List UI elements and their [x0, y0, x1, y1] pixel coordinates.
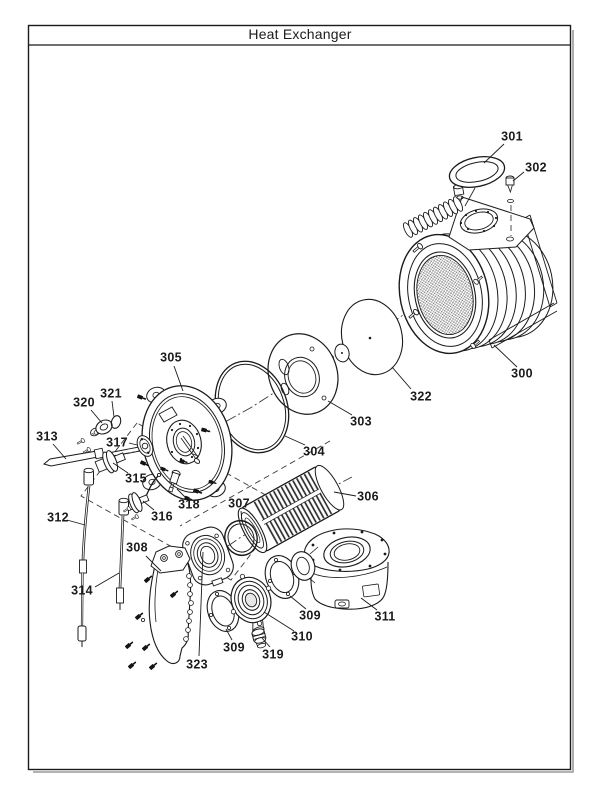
leader-line-305-6 — [173, 365, 184, 392]
callout-layer: 301 302 300 322 303 304 305 321 320 317 313 315 318 3… — [36, 129, 547, 671]
callout-label-305-6: 305 — [160, 350, 182, 364]
callout-label-310-22: 310 — [291, 629, 313, 643]
leader-line-306-16 — [333, 491, 357, 497]
part-309-gasket-right — [264, 555, 300, 599]
top-plate-bolt-holes — [459, 209, 498, 233]
leader-line-310-22 — [263, 611, 295, 632]
callout-label-304-5: 304 — [303, 444, 325, 458]
callout-label-309-20: 309 — [223, 640, 245, 654]
coil-conduit — [402, 196, 464, 238]
part-300-heat-exchanger-body — [398, 183, 558, 355]
callout-label-308-17: 308 — [126, 540, 148, 554]
part-314-wire — [116, 514, 125, 610]
screw-icon — [130, 513, 140, 522]
diagram-title: Heat Exchanger — [248, 26, 351, 42]
leader-line-314-18 — [94, 572, 120, 588]
door-ears — [142, 386, 227, 498]
leader-line-302-1 — [512, 171, 525, 182]
part-310-venturi — [230, 573, 272, 635]
part-303-plate — [267, 333, 339, 415]
callout-label-303-4: 303 — [350, 414, 372, 428]
screw-icon — [76, 437, 86, 446]
bolt-icon — [127, 660, 138, 670]
leader-line-300-2 — [493, 344, 518, 368]
leader-line-321-7 — [111, 400, 115, 418]
leader-line-317-9 — [128, 442, 138, 446]
frame-border — [27, 24, 572, 771]
bolt-icon — [124, 640, 135, 650]
callout-label-316-13: 316 — [151, 509, 173, 523]
leader-line-309-20 — [225, 628, 233, 641]
leader-line-319-21 — [261, 637, 271, 648]
part-301-gasket-ring — [448, 156, 506, 207]
callout-label-323-19: 323 — [186, 657, 208, 671]
bolt-icon — [134, 611, 145, 621]
coil-opening — [416, 255, 474, 335]
part-302-sensor-fitting — [505, 175, 515, 242]
callout-label-319-21: 319 — [262, 647, 284, 661]
part-315-electrode — [83, 450, 126, 486]
part-311-blower-housing — [290, 528, 390, 610]
leader-line-320-8 — [90, 409, 103, 424]
callout-label-301-0: 301 — [501, 129, 523, 143]
leader-line-318-12 — [176, 488, 186, 498]
part-317-flange — [136, 435, 154, 457]
callout-label-306-16: 306 — [357, 489, 379, 503]
leader-line-307-15 — [240, 510, 243, 523]
leader-line-323-19 — [198, 551, 204, 657]
part-322-disc — [324, 298, 404, 376]
callout-label-320-8: 320 — [73, 395, 95, 409]
callout-label-302-1: 302 — [525, 160, 547, 174]
door-bracket — [158, 406, 178, 423]
callout-label-312-14: 312 — [47, 510, 69, 524]
part-318-igniter-plug — [168, 469, 181, 493]
callout-label-300-2: 300 — [511, 366, 533, 380]
leader-line-304-5 — [284, 435, 306, 446]
page-frame: Heat Exchanger — [27, 24, 574, 773]
callout-label-317-9: 317 — [106, 435, 128, 449]
bolt-icon — [136, 394, 147, 401]
part-308-cover — [124, 545, 194, 671]
bolt-icon — [148, 661, 159, 671]
blower-outlet — [290, 551, 316, 581]
part-306-burner-mesh — [237, 464, 345, 554]
callout-label-313-10: 313 — [36, 429, 58, 443]
leader-line-316-13 — [142, 500, 155, 511]
leader-line-322-3 — [391, 366, 412, 390]
leader-line-315-11 — [112, 462, 129, 474]
cover-top-flange — [150, 545, 191, 574]
part-319-fitting — [251, 628, 267, 649]
leader-line-308-17 — [145, 555, 162, 572]
part-321-ring — [110, 415, 122, 429]
callout-label-318-12: 318 — [178, 497, 200, 511]
callout-label-315-11: 315 — [125, 471, 147, 485]
leader-line-303-4 — [327, 400, 353, 416]
cover-scallops — [183, 573, 194, 642]
callout-label-321-7: 321 — [100, 386, 122, 400]
callout-label-322-3: 322 — [410, 389, 432, 403]
part-316-electrode — [118, 472, 162, 522]
leader-line-309-23 — [289, 595, 307, 610]
callout-label-307-15: 307 — [228, 496, 250, 510]
leader-line-312-14 — [66, 519, 86, 526]
part-305-burner-door — [136, 385, 233, 502]
frame-shadow — [33, 30, 574, 773]
callout-label-311-24: 311 — [374, 609, 395, 623]
leader-line-313-10 — [52, 443, 67, 460]
callout-label-309-23: 309 — [299, 608, 321, 622]
bolt-icon — [141, 642, 152, 652]
callout-label-314-18: 314 — [71, 583, 93, 597]
part-312-wire — [77, 485, 91, 647]
leader-line-301-0 — [483, 143, 505, 164]
leader-line-311-24 — [360, 597, 378, 611]
